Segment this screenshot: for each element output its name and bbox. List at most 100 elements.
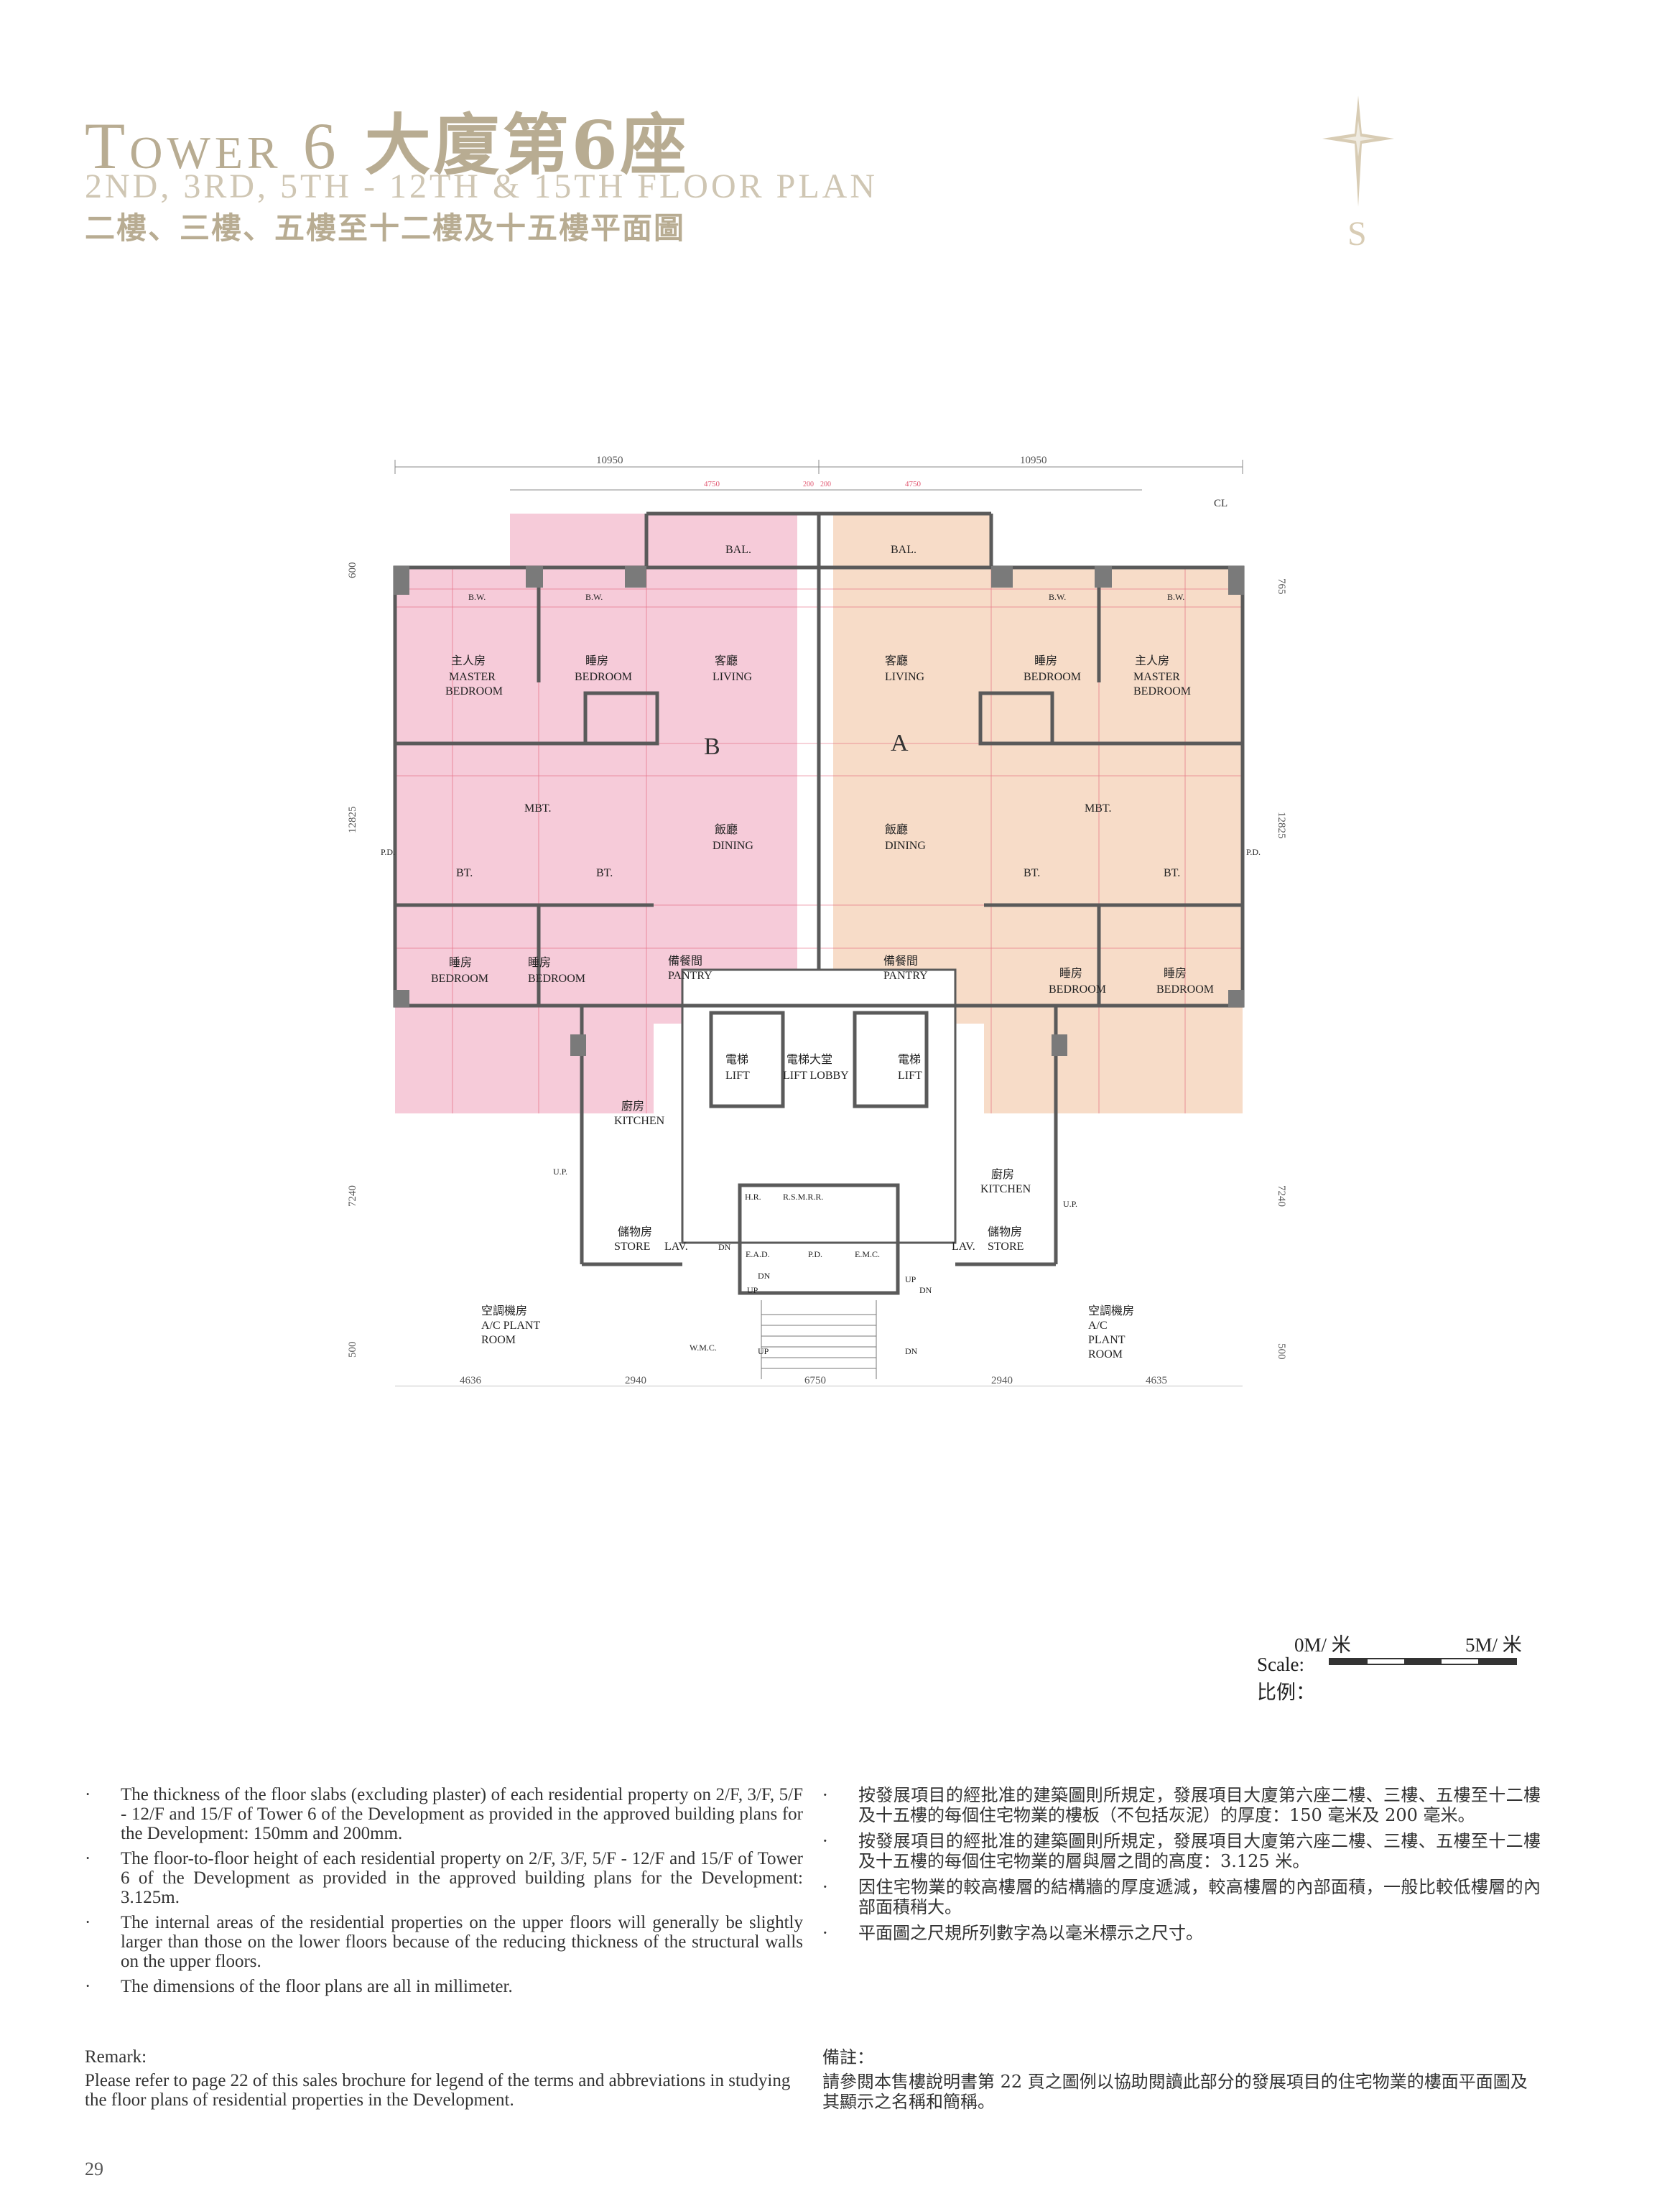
dim-top-right: 10950 (1020, 455, 1047, 466)
bed-en-b3: BEDROOM (528, 973, 585, 985)
bed-en-a2: BEDROOM (1049, 983, 1106, 996)
remark-head-zh: 備註： (822, 2047, 874, 2067)
lobby-en: LIFT LOBBY (783, 1070, 849, 1082)
dim-right-3: 7240 (1276, 1185, 1287, 1207)
up-3: UP (758, 1346, 769, 1356)
remark-en: Remark: Please refer to page 22 of this … (85, 2047, 803, 2110)
scale-zero: 0M/ 米 (1294, 1634, 1351, 1656)
notes-zh: 按發展項目的經批准的建築圖則所規定，發展項目大廈第六座二樓、三樓、五樓至十二樓及… (822, 1785, 1541, 1949)
dim-bottom-2: 2940 (625, 1375, 646, 1386)
kitchen-zh-a: 廚房 (991, 1167, 1014, 1181)
note-zh-3: 因住宅物業的較高樓層的結構牆的厚度遞減，較高樓層的內部面積，一般比較低樓層的內部… (822, 1877, 1541, 1917)
ac-zh-b: 空調機房 (481, 1304, 527, 1317)
remark-zh: 備註： 請參閱本售樓說明書第 22 頁之圖例以協助閱讀此部分的發展項目的住宅物業… (822, 2047, 1541, 2112)
dim-right-4: 500 (1276, 1343, 1287, 1360)
bt-b2: BT. (596, 867, 613, 879)
lift-zh-1: 電梯 (725, 1053, 748, 1066)
bal-right: BAL. (891, 544, 916, 556)
ac-en1-b: A/C PLANT (481, 1320, 540, 1332)
ac-zh-a: 空調機房 (1088, 1304, 1134, 1317)
lobby-zh: 電梯大堂 (786, 1053, 832, 1066)
walls (393, 511, 1245, 1295)
dim-right-1: 765 (1276, 578, 1287, 595)
bw-3: B.W. (1049, 592, 1066, 602)
bw-4: B.W. (1167, 592, 1184, 602)
pd-left: P.D. (381, 847, 395, 857)
flat-a-label: A (891, 730, 909, 756)
ac-en2-b: ROOM (481, 1334, 516, 1346)
bed-zh-a2: 睡房 (1059, 967, 1082, 980)
up-a: U.P. (1063, 1199, 1077, 1209)
dim-left-3: 7240 (347, 1185, 358, 1207)
dn-2: DN (758, 1271, 771, 1281)
dim-bottom-4: 2940 (991, 1375, 1013, 1386)
dim-left-4: 500 (347, 1342, 358, 1358)
master-en2-a: BEDROOM (1133, 685, 1191, 698)
living-zh-a: 客廳 (885, 654, 908, 667)
dining-en-b: DINING (713, 840, 753, 852)
ead: E.A.D. (746, 1249, 770, 1259)
floor-plan: 10950 10950 4750 200 200 4750 (347, 455, 1287, 1386)
bed-zh-b2: 睡房 (449, 956, 472, 969)
lav-a: LAV. (952, 1241, 975, 1253)
bt-a2: BT. (1164, 867, 1180, 879)
pantry-en-b: PANTRY (668, 970, 713, 982)
page-number: 29 (85, 2159, 103, 2179)
ac-en-r2: PLANT (1088, 1334, 1126, 1346)
kitchen-en-b: KITCHEN (614, 1115, 665, 1127)
bt-b1: BT. (456, 867, 473, 879)
dn-3: DN (919, 1285, 932, 1295)
store-zh-a: 儲物房 (988, 1225, 1022, 1238)
dim-left-1: 600 (347, 562, 358, 579)
hr: H.R. (745, 1192, 761, 1202)
kitchen-zh-b: 廚房 (621, 1099, 644, 1113)
lift-zh-2: 電梯 (898, 1053, 921, 1066)
pantry-zh-b: 備餐間 (668, 955, 702, 968)
flat-a-area (833, 514, 1243, 1113)
store-en-a: STORE (988, 1241, 1024, 1253)
compass-label: S (1347, 215, 1367, 253)
store-en-b: STORE (614, 1241, 650, 1253)
dim-bottom-3: 6750 (804, 1375, 826, 1386)
master-en1-a: MASTER (1133, 671, 1180, 683)
dining-en-a: DINING (885, 840, 926, 852)
dim-top-mid-2: 200 (820, 481, 831, 488)
master-zh-b: 主人房 (451, 654, 486, 667)
note-zh-4: 平面圖之尺規所列數字為以毫米標示之尺寸。 (822, 1923, 1541, 1943)
bed-en-a3: BEDROOM (1156, 983, 1214, 996)
emc: E.M.C. (855, 1249, 880, 1259)
scale-bar: 0M/ 米 5M/ 米 Scale: 比例： (1257, 1629, 1544, 1715)
bal-left: BAL. (725, 544, 751, 556)
dim-top-mid-1: 200 (803, 481, 814, 488)
up-b: U.P. (553, 1167, 567, 1177)
mbt-a: MBT. (1085, 802, 1111, 815)
ac-en-r3: ROOM (1088, 1348, 1123, 1361)
dn-4: DN (905, 1346, 918, 1356)
bed-zh-b3: 睡房 (528, 956, 551, 969)
living-zh-b: 客廳 (715, 654, 738, 667)
compass: S (1319, 92, 1398, 257)
dim-top-left: 10950 (596, 455, 623, 466)
title-en: Tower 6 (85, 109, 340, 182)
remark-body-zh: 請參閱本售樓說明書第 22 頁之圖例以協助閱讀此部分的發展項目的住宅物業的樓面平… (822, 2072, 1528, 2112)
bw-2: B.W. (585, 592, 603, 602)
scale-label-en: Scale: (1257, 1654, 1304, 1675)
subtitle-zh: 二樓、三樓、五樓至十二樓及十五樓平面圖 (85, 210, 686, 246)
dim-bottom-5: 4635 (1146, 1375, 1167, 1386)
bw-1: B.W. (468, 592, 486, 602)
up-1: UP (747, 1285, 758, 1295)
rsmrr: R.S.M.R.R. (783, 1192, 823, 1202)
dim-top-bal-a: 4750 (905, 480, 922, 488)
kitchen-en-a: KITCHEN (980, 1183, 1031, 1195)
bed-zh-a1: 睡房 (1034, 654, 1057, 667)
master-en1-b: MASTER (449, 671, 496, 683)
dim-top-bal-b: 4750 (704, 480, 720, 488)
remark-head-en: Remark: (85, 2047, 147, 2067)
remark-body-en: Please refer to page 22 of this sales br… (85, 2071, 791, 2110)
pantry-zh-a: 備餐間 (883, 955, 918, 968)
notes-en: The thickness of the floor slabs (exclud… (85, 1785, 803, 2002)
note-zh-1: 按發展項目的經批准的建築圖則所規定，發展項目大廈第六座二樓、三樓、五樓至十二樓及… (822, 1785, 1541, 1825)
compass-star-icon (1322, 96, 1394, 207)
subtitle-en: 2ND, 3RD, 5TH - 12TH & 15TH FLOOR PLAN (85, 167, 878, 205)
store-zh-b: 儲物房 (618, 1225, 652, 1238)
